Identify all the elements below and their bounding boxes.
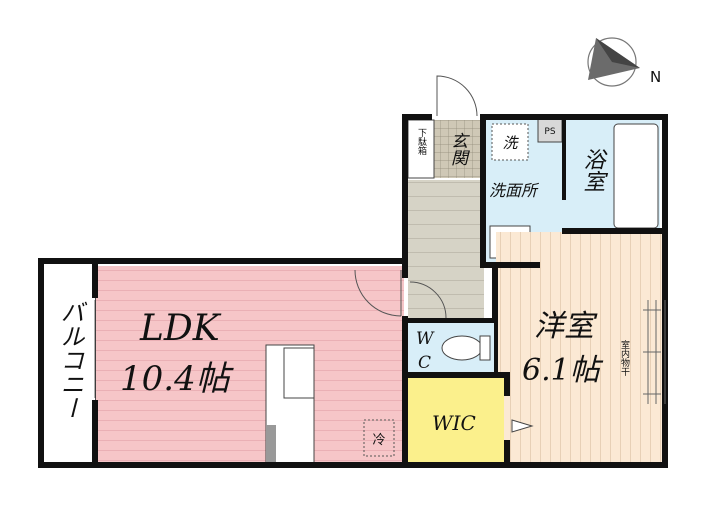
- fridge-label: 冷: [372, 433, 385, 448]
- wic-label: WIC: [432, 411, 476, 435]
- wic-floor: [408, 378, 504, 462]
- drying-rack: [643, 300, 661, 404]
- entrance: 玄関 下駄箱: [407, 75, 480, 179]
- western-size-label: 6.1帖: [522, 353, 604, 388]
- room-wic: WIC: [408, 378, 504, 462]
- walls: [38, 114, 668, 468]
- bathtub: [613, 123, 659, 229]
- shoe-box: [407, 119, 435, 179]
- ldk-label: LDK: [139, 308, 222, 349]
- washer-label: 洗: [502, 134, 519, 152]
- balcony: バルコニー: [39, 261, 97, 465]
- entrance-tile: [434, 120, 480, 178]
- ldk-door-arc: [354, 269, 402, 317]
- room-western: 洋室 6.1帖 室内物干: [496, 232, 662, 462]
- balcony-area: [39, 261, 97, 465]
- compass-north-label: N: [650, 68, 661, 86]
- entrance-label: 玄関: [447, 132, 467, 166]
- wc-label-w: W: [416, 329, 435, 349]
- bath-label: 浴室: [580, 148, 605, 192]
- washroom-label: 洗面所: [489, 181, 540, 200]
- washer-space: [491, 123, 529, 161]
- kitchen-stove: [266, 425, 276, 463]
- compass-ring: [587, 37, 637, 87]
- toilet-bowl: [441, 335, 483, 361]
- fridge-space: [363, 419, 395, 457]
- room-bath: 浴室: [566, 120, 660, 230]
- drying-label: 室内物干: [619, 339, 630, 377]
- wc-door-arc: [409, 281, 447, 319]
- wc-label-c: C: [418, 353, 431, 373]
- western-label: 洋室: [534, 309, 598, 344]
- toilet-tank: [479, 335, 491, 361]
- shoe-box-label: 下駄箱: [416, 128, 427, 156]
- compass: N: [587, 37, 661, 87]
- room-ldk: LDK 10.4帖 冷: [96, 266, 404, 464]
- ps-label: PS: [544, 127, 555, 137]
- hall: [408, 180, 484, 320]
- ldk-size-label: 10.4帖: [120, 359, 235, 399]
- compass-needle-shade: [596, 38, 640, 68]
- balcony-label: バルコニー: [56, 300, 84, 420]
- hall-floor-stripes: [408, 180, 484, 320]
- room-wc: W C: [408, 322, 494, 374]
- windows: [94, 300, 666, 404]
- western-door-marker: [511, 419, 534, 433]
- ldk-floor-stripes: [96, 266, 404, 462]
- entrance-door-arc: [436, 75, 478, 117]
- kitchen-sink: [283, 347, 315, 399]
